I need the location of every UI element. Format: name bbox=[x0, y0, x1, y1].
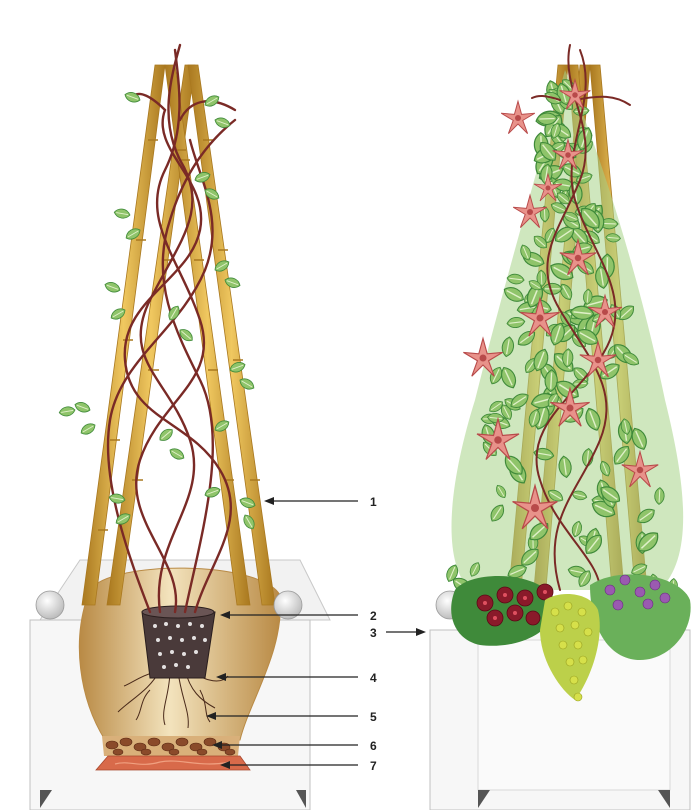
left-planter-ball-left bbox=[36, 591, 64, 619]
rootball-pot bbox=[142, 612, 215, 678]
callout-arrow-3 bbox=[386, 628, 426, 636]
left-planter-cross-section bbox=[30, 45, 330, 810]
callout-arrow-1 bbox=[264, 497, 358, 505]
callout-label-6: 6 bbox=[370, 739, 377, 753]
callout-labels: 1 2 3 4 5 6 7 bbox=[370, 495, 377, 773]
callout-label-7: 7 bbox=[370, 759, 377, 773]
callout-label-5: 5 bbox=[370, 710, 377, 724]
right-planter-planted bbox=[430, 45, 691, 810]
callout-label-2: 2 bbox=[370, 609, 377, 623]
callout-label-4: 4 bbox=[370, 671, 377, 685]
callout-label-1: 1 bbox=[370, 495, 377, 509]
right-foliage bbox=[444, 70, 683, 597]
callout-label-3: 3 bbox=[370, 626, 377, 640]
